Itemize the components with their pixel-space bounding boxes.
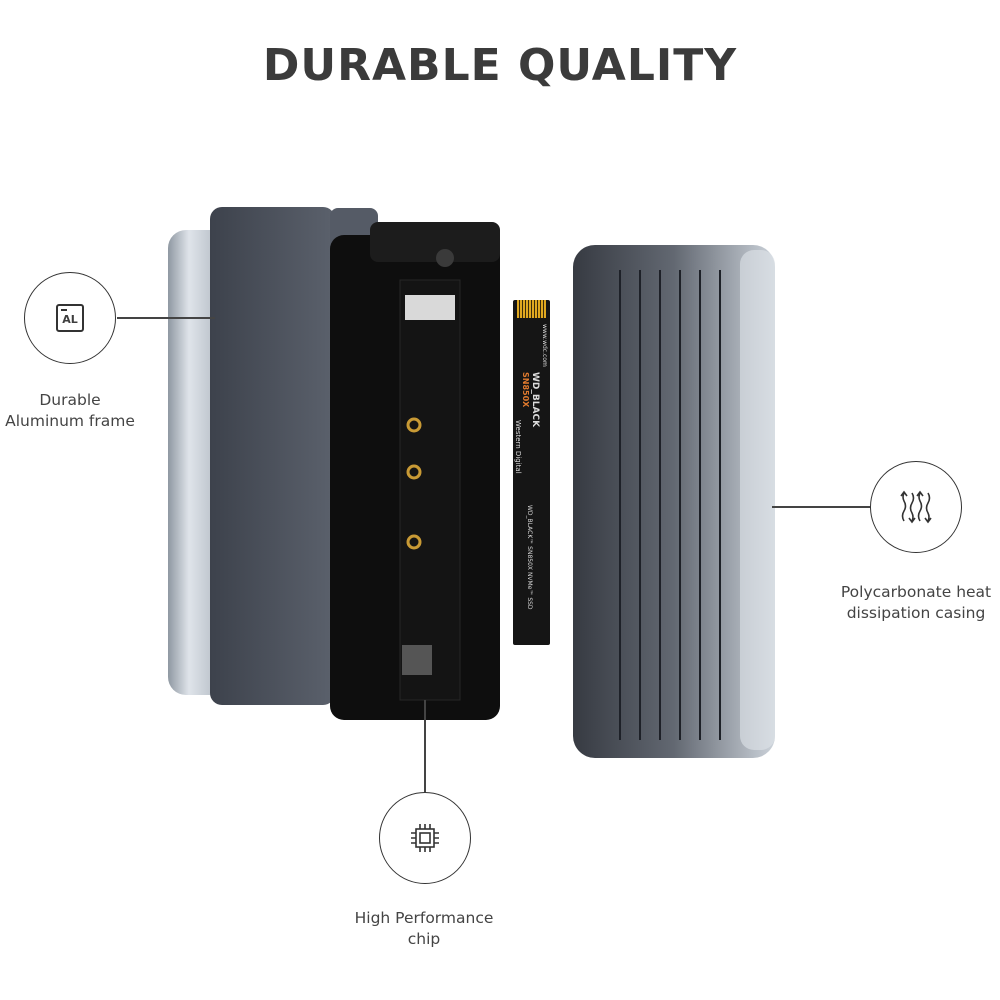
black-enclosure — [330, 222, 500, 720]
feature-chip-label: High Performance chip — [314, 908, 534, 950]
page-title: DURABLE QUALITY — [262, 40, 738, 91]
feature-casing-circle — [870, 461, 962, 553]
polycarbonate-casing — [573, 245, 775, 758]
label-line: Aluminum frame — [5, 412, 135, 430]
label-line: Durable — [39, 391, 101, 409]
label-line: Polycarbonate heat — [840, 583, 992, 601]
ssd-brand: WD_BLACK — [530, 372, 540, 428]
aluminum-frame — [168, 207, 378, 705]
chip-icon — [411, 824, 439, 852]
feature-aluminum-label: Durable Aluminum frame — [0, 390, 180, 432]
connector-line-casing — [772, 506, 870, 508]
ssd-url: www.wdc.com — [541, 324, 548, 367]
ssd-module: www.wdc.com WD_BLACK SN850X Western Digi… — [513, 300, 550, 645]
feature-aluminum-circle: AL — [24, 272, 116, 364]
feature-chip-circle — [379, 792, 471, 884]
connector-line-chip — [424, 700, 426, 792]
ssd-model: SN850X — [521, 372, 530, 408]
connector-line-aluminum — [117, 317, 215, 319]
label-line: High Performance — [354, 909, 494, 927]
label-line: chip — [407, 930, 441, 948]
heat-dissipation-arrows-icon — [900, 490, 932, 524]
ssd-maker: Western Digital — [514, 420, 522, 474]
ssd-connector — [517, 300, 546, 318]
feature-casing-label: Polycarbonate heat dissipation casing — [806, 582, 1000, 624]
aluminum-al-icon: AL — [56, 304, 84, 332]
label-line: dissipation casing — [846, 604, 986, 622]
ssd-spec: WD_BLACK™ SN850X NVMe™ SSD — [526, 505, 533, 610]
